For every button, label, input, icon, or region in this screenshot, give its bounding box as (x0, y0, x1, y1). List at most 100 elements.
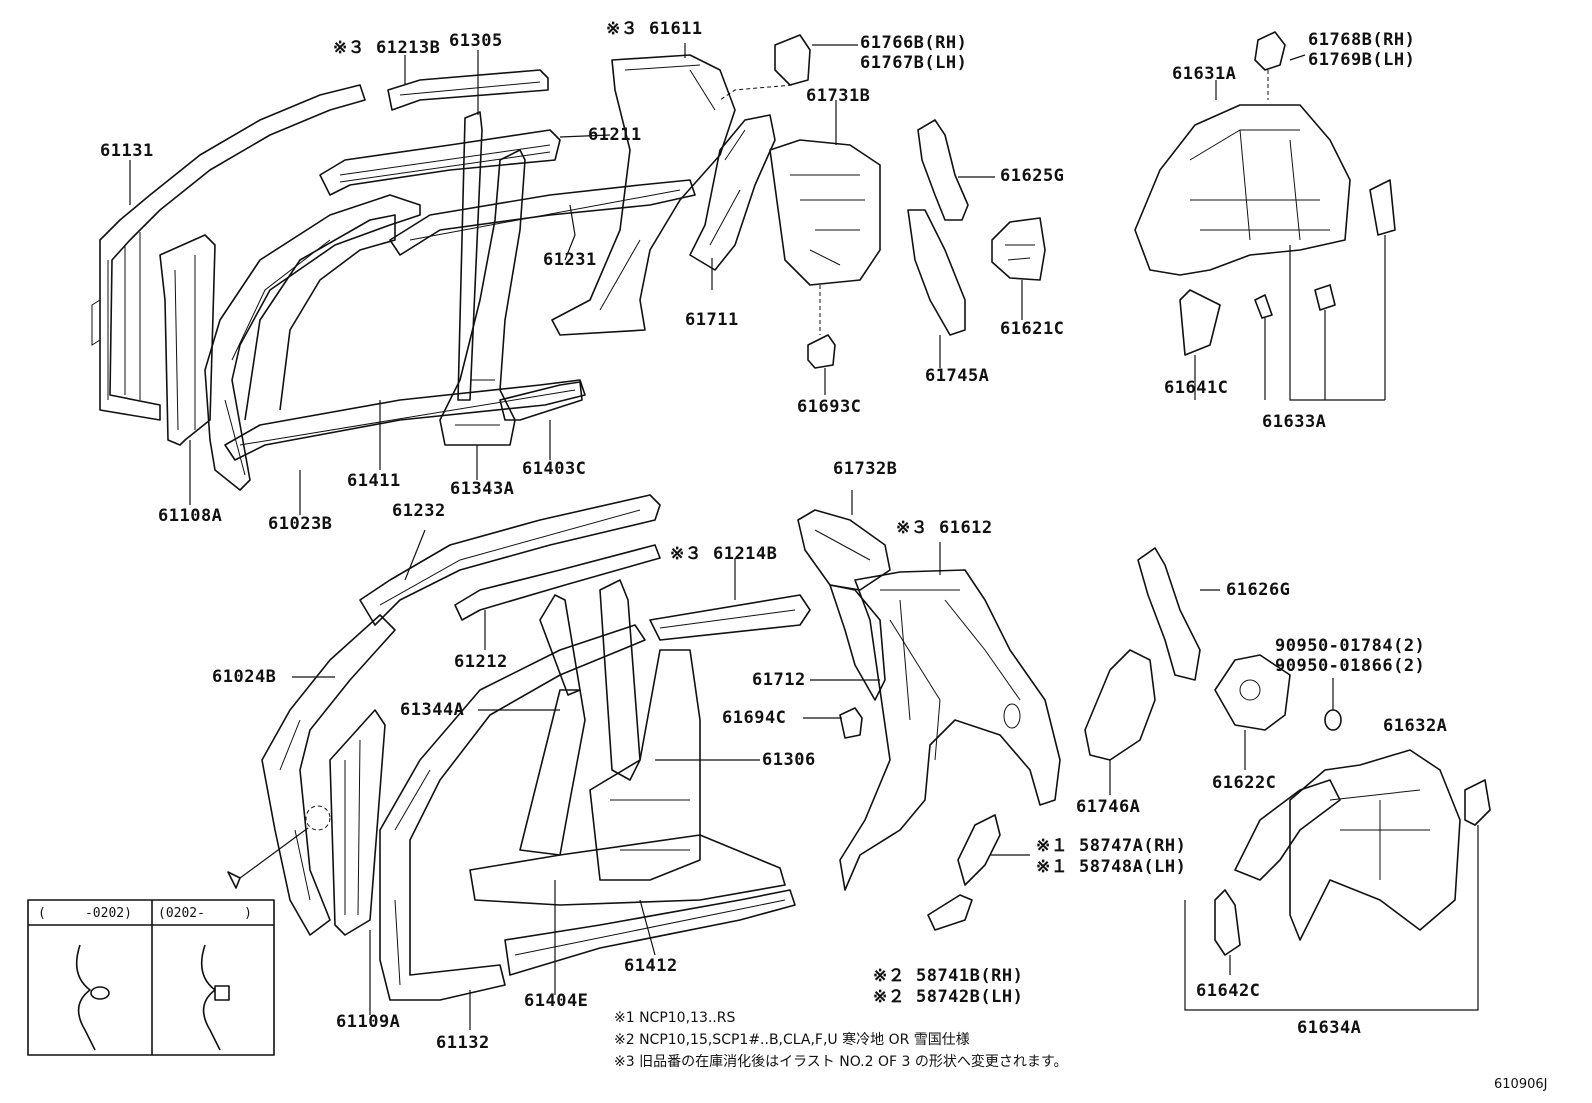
part-61611-drawing (551, 54, 736, 336)
part-61212-drawing (454, 544, 661, 621)
part-61211-drawing (319, 129, 561, 196)
label-61411[interactable]: 61411 (347, 471, 401, 491)
label-61621c[interactable]: 61621C (1000, 319, 1065, 339)
part-58747a-drawing (957, 814, 1001, 886)
label-61214b[interactable]: ※３ 61214B (670, 544, 778, 564)
label-61769b[interactable]: 61769B(LH) (1308, 50, 1416, 70)
label-61746a[interactable]: 61746A (1076, 797, 1141, 817)
part-61641c-drawing (1179, 289, 1221, 400)
leader-lines (129, 43, 1306, 1030)
part-61024b-drawing (227, 614, 396, 936)
label-61109a[interactable]: 61109A (336, 1012, 401, 1032)
part-61631a-drawing (1134, 104, 1351, 276)
label-90950-01866[interactable]: 90950-01866(2) (1275, 656, 1426, 676)
part-58741b-drawing (927, 894, 973, 931)
label-61768b[interactable]: 61768B(RH) (1308, 30, 1416, 50)
part-61693c-drawing (807, 334, 836, 369)
part-61403c-drawing (499, 381, 583, 421)
part-61622c-drawing (1214, 654, 1291, 770)
part-61411-drawing (224, 214, 586, 461)
label-58741b[interactable]: ※２ 58741B(RH) (873, 966, 1024, 986)
footnote-1: ※1 NCP10,13..RS (614, 1010, 736, 1026)
label-61305[interactable]: 61305 (449, 31, 503, 51)
part-61746a-drawing (1084, 649, 1156, 795)
label-61766b[interactable]: 61766B(RH) (860, 33, 968, 53)
part-61766b-drawing (774, 34, 811, 86)
part-61214b-drawing (649, 594, 811, 641)
diagram-id: 610906J (1494, 1077, 1548, 1092)
label-61711[interactable]: 61711 (685, 310, 739, 330)
part-61108a-drawing (159, 234, 216, 446)
label-61634a[interactable]: 61634A (1297, 1018, 1362, 1038)
part-61612-drawing (839, 569, 1061, 891)
part-61343a-drawing (439, 149, 526, 446)
part-61642c-drawing (1184, 889, 1241, 1011)
inset-right-header: (0202- ) (158, 906, 252, 921)
label-61412[interactable]: 61412 (624, 956, 678, 976)
label-61732b[interactable]: 61732B (833, 459, 898, 479)
label-61108a[interactable]: 61108A (158, 506, 223, 526)
label-61745a[interactable]: 61745A (925, 366, 990, 386)
label-61731b[interactable]: 61731B (806, 86, 871, 106)
label-61693c[interactable]: 61693C (797, 397, 862, 417)
footnote-3: ※3 旧品番の在庫消化後はイラスト NO.2 OF 3 の形状へ変更されます。 (614, 1054, 1068, 1070)
part-61633a-drawing (1254, 179, 1396, 401)
label-61767b[interactable]: 61767B(LH) (860, 53, 968, 73)
label-61622c[interactable]: 61622C (1212, 773, 1277, 793)
label-61631a[interactable]: 61631A (1172, 64, 1237, 84)
part-61232-drawing (359, 494, 661, 626)
label-61632a[interactable]: 61632A (1383, 716, 1448, 736)
label-61633a[interactable]: 61633A (1262, 412, 1327, 432)
part-61745a-drawing (907, 209, 966, 336)
label-61213b[interactable]: ※３ 61213B (333, 38, 441, 58)
part-61109a-drawing (329, 709, 386, 936)
label-61694c[interactable]: 61694C (722, 708, 787, 728)
label-61712[interactable]: 61712 (752, 670, 806, 690)
part-61712-drawing (829, 584, 886, 701)
label-61231[interactable]: 61231 (543, 250, 597, 270)
label-61131[interactable]: 61131 (100, 141, 154, 161)
part-61231-drawing (389, 179, 696, 256)
label-61403c[interactable]: 61403C (522, 459, 587, 479)
label-58748a[interactable]: ※１ 58748A(LH) (1036, 857, 1187, 877)
label-61212[interactable]: 61212 (454, 652, 508, 672)
label-61306[interactable]: 61306 (762, 750, 816, 770)
part-61344a-drawing (519, 594, 586, 856)
label-61232[interactable]: 61232 (392, 501, 446, 521)
label-61641c[interactable]: 61641C (1164, 378, 1229, 398)
label-61343a[interactable]: 61343A (450, 479, 515, 499)
part-61626g-drawing (1137, 547, 1201, 681)
label-61626g[interactable]: 61626G (1226, 580, 1291, 600)
label-61344a[interactable]: 61344A (400, 700, 465, 720)
label-61625g[interactable]: 61625G (1000, 166, 1065, 186)
label-61611[interactable]: ※３ 61611 (606, 19, 703, 39)
part-61632a-drawing (1230, 749, 1491, 1011)
part-61131-drawing (91, 84, 366, 421)
label-61024b[interactable]: 61024B (212, 667, 277, 687)
part-61132-drawing (379, 624, 646, 1001)
label-58747a[interactable]: ※１ 58747A(RH) (1036, 836, 1187, 856)
label-61404e[interactable]: 61404E (524, 991, 589, 1011)
part-61213b-drawing (387, 69, 549, 111)
part-61732b-drawing (797, 509, 891, 591)
part-61306-drawing (599, 579, 641, 781)
part-61023b-drawing (204, 194, 421, 491)
part-61625g-drawing (917, 119, 969, 221)
inset-left-header: ( -0202) (38, 906, 132, 921)
footnote-2: ※2 NCP10,15,SCP1#..B,CLA,F,U 寒冷地 OR 雪国仕様 (614, 1032, 970, 1048)
part-61731b-drawing (769, 139, 881, 335)
label-58742b[interactable]: ※２ 58742B(LH) (873, 987, 1024, 1007)
label-61023b[interactable]: 61023B (268, 514, 333, 534)
label-61612[interactable]: ※３ 61612 (896, 518, 993, 538)
label-61132[interactable]: 61132 (436, 1033, 490, 1053)
part-61711-drawing (689, 114, 776, 271)
label-61211[interactable]: 61211 (588, 125, 642, 145)
part-61768b-drawing (1254, 31, 1286, 100)
label-61642c[interactable]: 61642C (1196, 981, 1261, 1001)
part-61404e-drawing (504, 889, 796, 976)
part-90950-clip-drawing (1324, 678, 1342, 731)
label-90950-01784[interactable]: 90950-01784(2) (1275, 636, 1426, 656)
part-61621c-drawing (991, 217, 1046, 281)
